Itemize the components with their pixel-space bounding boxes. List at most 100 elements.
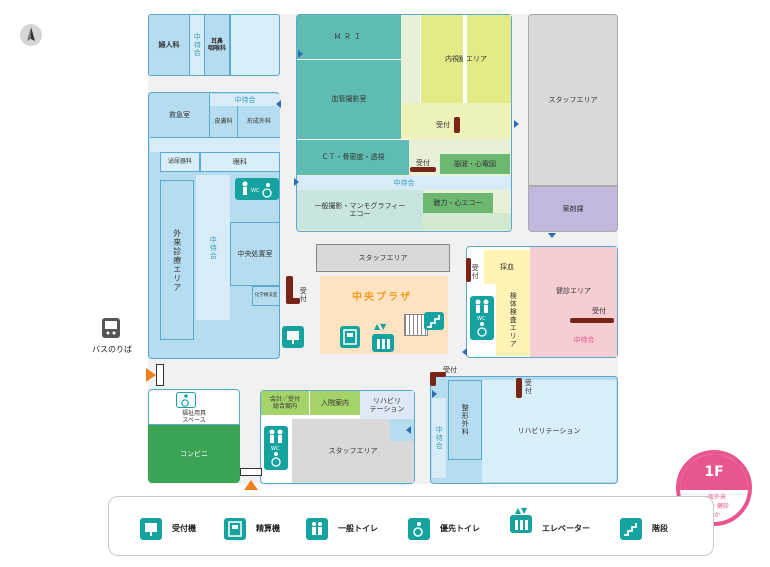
arrow-marker-4 (294, 178, 299, 186)
room-uketsuke-kenshin: 受付 (592, 306, 606, 315)
bus-stop-icon[interactable] (102, 318, 120, 338)
accessible-restroom-icon (413, 522, 423, 537)
room-naishikyo-divider (463, 15, 467, 103)
legend-label-restroom: 一般トイレ (338, 524, 378, 533)
legend-label-payment-machine: 精算機 (256, 524, 280, 533)
room-kaikei: 会計／受付 総合案内 (261, 391, 309, 415)
legend-item-stairs (620, 518, 642, 540)
svg-text:WC: WC (271, 446, 280, 452)
elevator-plaza[interactable] (372, 334, 394, 352)
legend-label-stairs: 階段 (652, 524, 668, 533)
svg-text:WC: WC (251, 188, 260, 194)
room-keisei: 形成外科 (238, 106, 280, 138)
legend-item-reception-machine (140, 518, 162, 540)
room-yakuzai: 薬剤課 (528, 186, 618, 232)
entrance-arrow-bottom-icon (244, 480, 258, 490)
waiting-naka-machi-center: 中待合 (297, 176, 511, 190)
reception-machine-icon (287, 331, 299, 344)
payment-machine-icon (228, 521, 242, 537)
room-hifuka: 皮膚科 (210, 106, 238, 138)
waiting-naka-machi-left-top: 中待合 (210, 94, 280, 106)
room-left-top-filler (230, 14, 280, 76)
entrance-arrow-left-icon (146, 368, 156, 382)
reception-desk-main-foot (286, 298, 300, 304)
room-rehab-small: リハビリ テーション (360, 391, 414, 419)
corridor-left-mid (150, 138, 280, 152)
room-combini: コンビニ (148, 425, 240, 483)
compass-icon (20, 24, 42, 46)
door-left[interactable] (156, 364, 164, 386)
room-rehab: リハビリテーション (482, 380, 616, 482)
reception-desk-ct[interactable] (410, 167, 436, 172)
waiting-naka-machi-top-vertical: 中待合 (190, 14, 204, 76)
restroom-left[interactable]: WC (235, 178, 279, 200)
room-uketsuke-main: 受付 (299, 287, 308, 303)
corridor-right-bottom (430, 360, 615, 380)
arrow-marker-7 (462, 348, 467, 356)
room-noha: 脳波・心電図 (440, 154, 510, 174)
legend-label-elevator: エレベーター (542, 524, 590, 533)
door-bottom[interactable] (240, 468, 262, 476)
room-mri: ＭＲＩ (297, 15, 401, 59)
room-staff-center: スタッフエリア (316, 244, 450, 272)
room-staff-right: スタッフエリア (528, 14, 618, 186)
room-saiketsu: 採血 (484, 250, 530, 284)
accessible-restroom-icon (480, 322, 484, 326)
arrow-marker-2 (276, 100, 281, 108)
room-kekkan: 血管撮影室 (297, 59, 401, 139)
arrow-marker-3 (514, 120, 519, 128)
room-chuo-shochi: 中央処置室 (230, 222, 280, 286)
room-uketsuke-saiketsu: 受付 (471, 264, 480, 280)
elevator-arrows-icon: ▲▼ (514, 506, 528, 515)
room-jibika: 耳鼻 咽喉科 (204, 14, 230, 76)
reception-desk-saiketsu[interactable] (466, 258, 471, 282)
legend-label-accessible-restroom: 優先トイレ (440, 524, 480, 533)
room-gairai: 外来診療エリア (160, 180, 194, 340)
restroom-icon (312, 522, 322, 535)
room-ganka: 眼科 (200, 152, 280, 172)
accessible-restroom-icon (181, 394, 189, 407)
floor-number: 1F (704, 464, 724, 480)
payment-machine-icon (343, 329, 357, 345)
legend-item-payment-machine (224, 518, 246, 540)
waiting-naka-machi-kenshin: 中待合 (552, 326, 616, 354)
waiting-naka-machi-left-vertical: 中待合 (196, 175, 230, 320)
arrow-marker-1 (298, 50, 303, 58)
legend-panel (108, 496, 714, 556)
priority-restroom-fukushi[interactable] (176, 392, 196, 408)
legend-item-restroom (306, 518, 328, 540)
waiting-naka-machi-rehab: 中待合 (432, 398, 446, 478)
stairs-icon (624, 523, 637, 536)
room-choryoku: 聴力・心エコー (423, 193, 493, 213)
reception-desk-main[interactable] (286, 276, 293, 304)
reception-desk-rehab2[interactable] (516, 378, 522, 398)
elevator-icon (515, 520, 528, 530)
payment-machine-plaza[interactable] (340, 326, 360, 348)
accessible-restroom-icon (274, 452, 278, 456)
restroom-right[interactable]: WC (470, 296, 494, 340)
restroom-icon (242, 181, 248, 187)
legend-item-elevator: ▲▼ (510, 506, 532, 533)
room-uketsuke-rehab2: 受付 (524, 379, 533, 395)
bus-stop-label: バスのりば (92, 345, 132, 354)
room-kyukyu: 救急室 (150, 94, 210, 138)
reception-desk-naishikyo[interactable] (454, 117, 460, 133)
corridor-bottom-hatch (390, 419, 414, 441)
svg-text:WC: WC (477, 316, 486, 322)
reception-desk-kenshin[interactable] (570, 318, 614, 323)
elevator-arrows-icon: ▲▼ (374, 322, 387, 331)
arrow-marker-6 (432, 390, 437, 398)
accessible-restroom-icon (266, 183, 270, 187)
room-nyuin: 入院案内 (310, 391, 360, 415)
stairs-icon (427, 315, 440, 328)
reception-desk-rehab1[interactable] (430, 372, 436, 386)
room-kentai: 検体検査エリア (496, 284, 530, 356)
restroom-bottom[interactable]: WC (264, 426, 288, 470)
restroom-icon (475, 299, 481, 305)
room-seikei: 整形外科 (448, 380, 482, 460)
room-ippan: 一般撮影・マンモグラフィー エコー (297, 190, 423, 230)
legend-label-reception-machine: 受付機 (172, 524, 196, 533)
stairs-plaza-icon-box[interactable] (424, 312, 444, 330)
reception-machine-left[interactable] (282, 326, 304, 348)
room-choryoku-filler (423, 213, 511, 230)
